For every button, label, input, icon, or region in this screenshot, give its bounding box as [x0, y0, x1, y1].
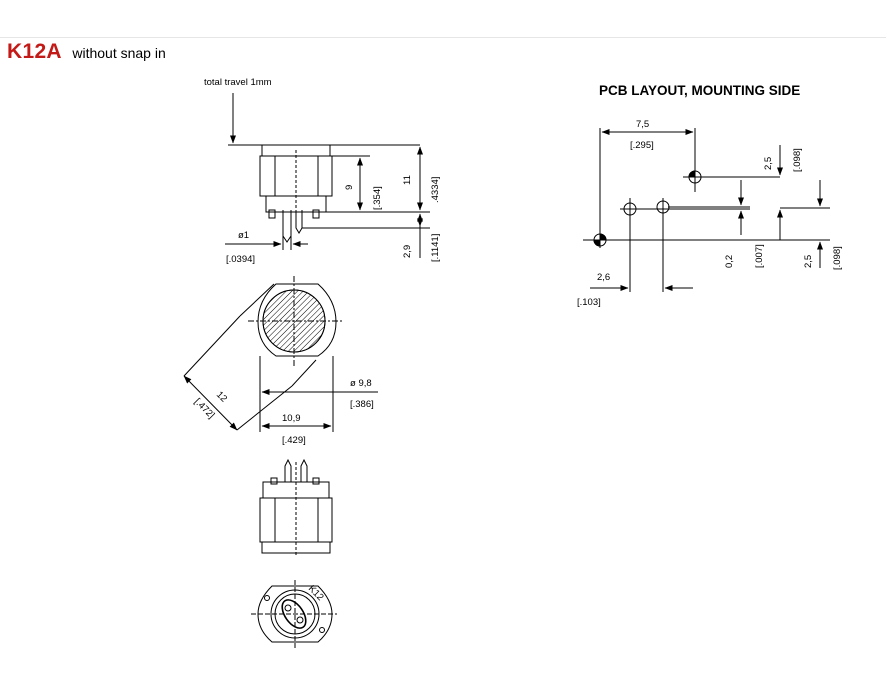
dim-7-5-inch-label: [.295]	[630, 140, 654, 151]
diameter-9-8-inch-label: [.386]	[350, 399, 374, 410]
dim-2-5-top-label: 2,5	[763, 157, 774, 170]
top-view	[183, 276, 378, 432]
pcb-layout-title: PCB LAYOUT, MOUNTING SIDE	[599, 83, 800, 98]
dim-12-label: 12	[214, 389, 229, 404]
dim-7-5-label: 7,5	[636, 119, 649, 130]
dim-2-6-inch-label: [.103]	[577, 297, 601, 308]
dim-9-inch-label: [.354]	[372, 186, 383, 210]
dim-0-2-inch-label: [.007]	[754, 244, 765, 268]
dim-2-5-right-inch-label: [.098]	[832, 246, 843, 270]
pin-diameter-label: ø1	[238, 230, 249, 241]
pcb-layout	[583, 128, 830, 292]
width-10-9-label: 10,9	[282, 413, 301, 424]
page-header: K12A without snap in	[7, 40, 166, 64]
dim-12-inch-label: [.472]	[192, 396, 217, 421]
header-divider	[0, 37, 886, 38]
front-view	[259, 458, 333, 556]
dim-2-9-inch-label: [.1141]	[430, 234, 441, 262]
dim-11-inch-label: .4334]	[430, 177, 441, 203]
dim-2-6-label: 2,6	[597, 272, 610, 283]
dim-2-5-top-inch-label: [.098]	[792, 148, 803, 172]
dim-2-5-right-label: 2,5	[803, 255, 814, 268]
dim-2-9-label: 2,9	[402, 245, 413, 258]
bottom-view	[251, 580, 337, 650]
dim-0-2-label: 0,2	[724, 255, 735, 268]
dim-11-label: 11	[402, 175, 413, 185]
side-view	[225, 93, 430, 258]
travel-label: total travel 1mm	[204, 77, 272, 88]
model-name: K12A	[7, 40, 62, 63]
dim-9-label: 9	[344, 185, 355, 190]
pin-diameter-inch-label: [.0394]	[226, 254, 255, 265]
model-subtitle: without snap in	[72, 45, 166, 61]
diameter-9-8-label: ø 9,8	[350, 378, 372, 389]
width-10-9-inch-label: [.429]	[282, 435, 306, 446]
